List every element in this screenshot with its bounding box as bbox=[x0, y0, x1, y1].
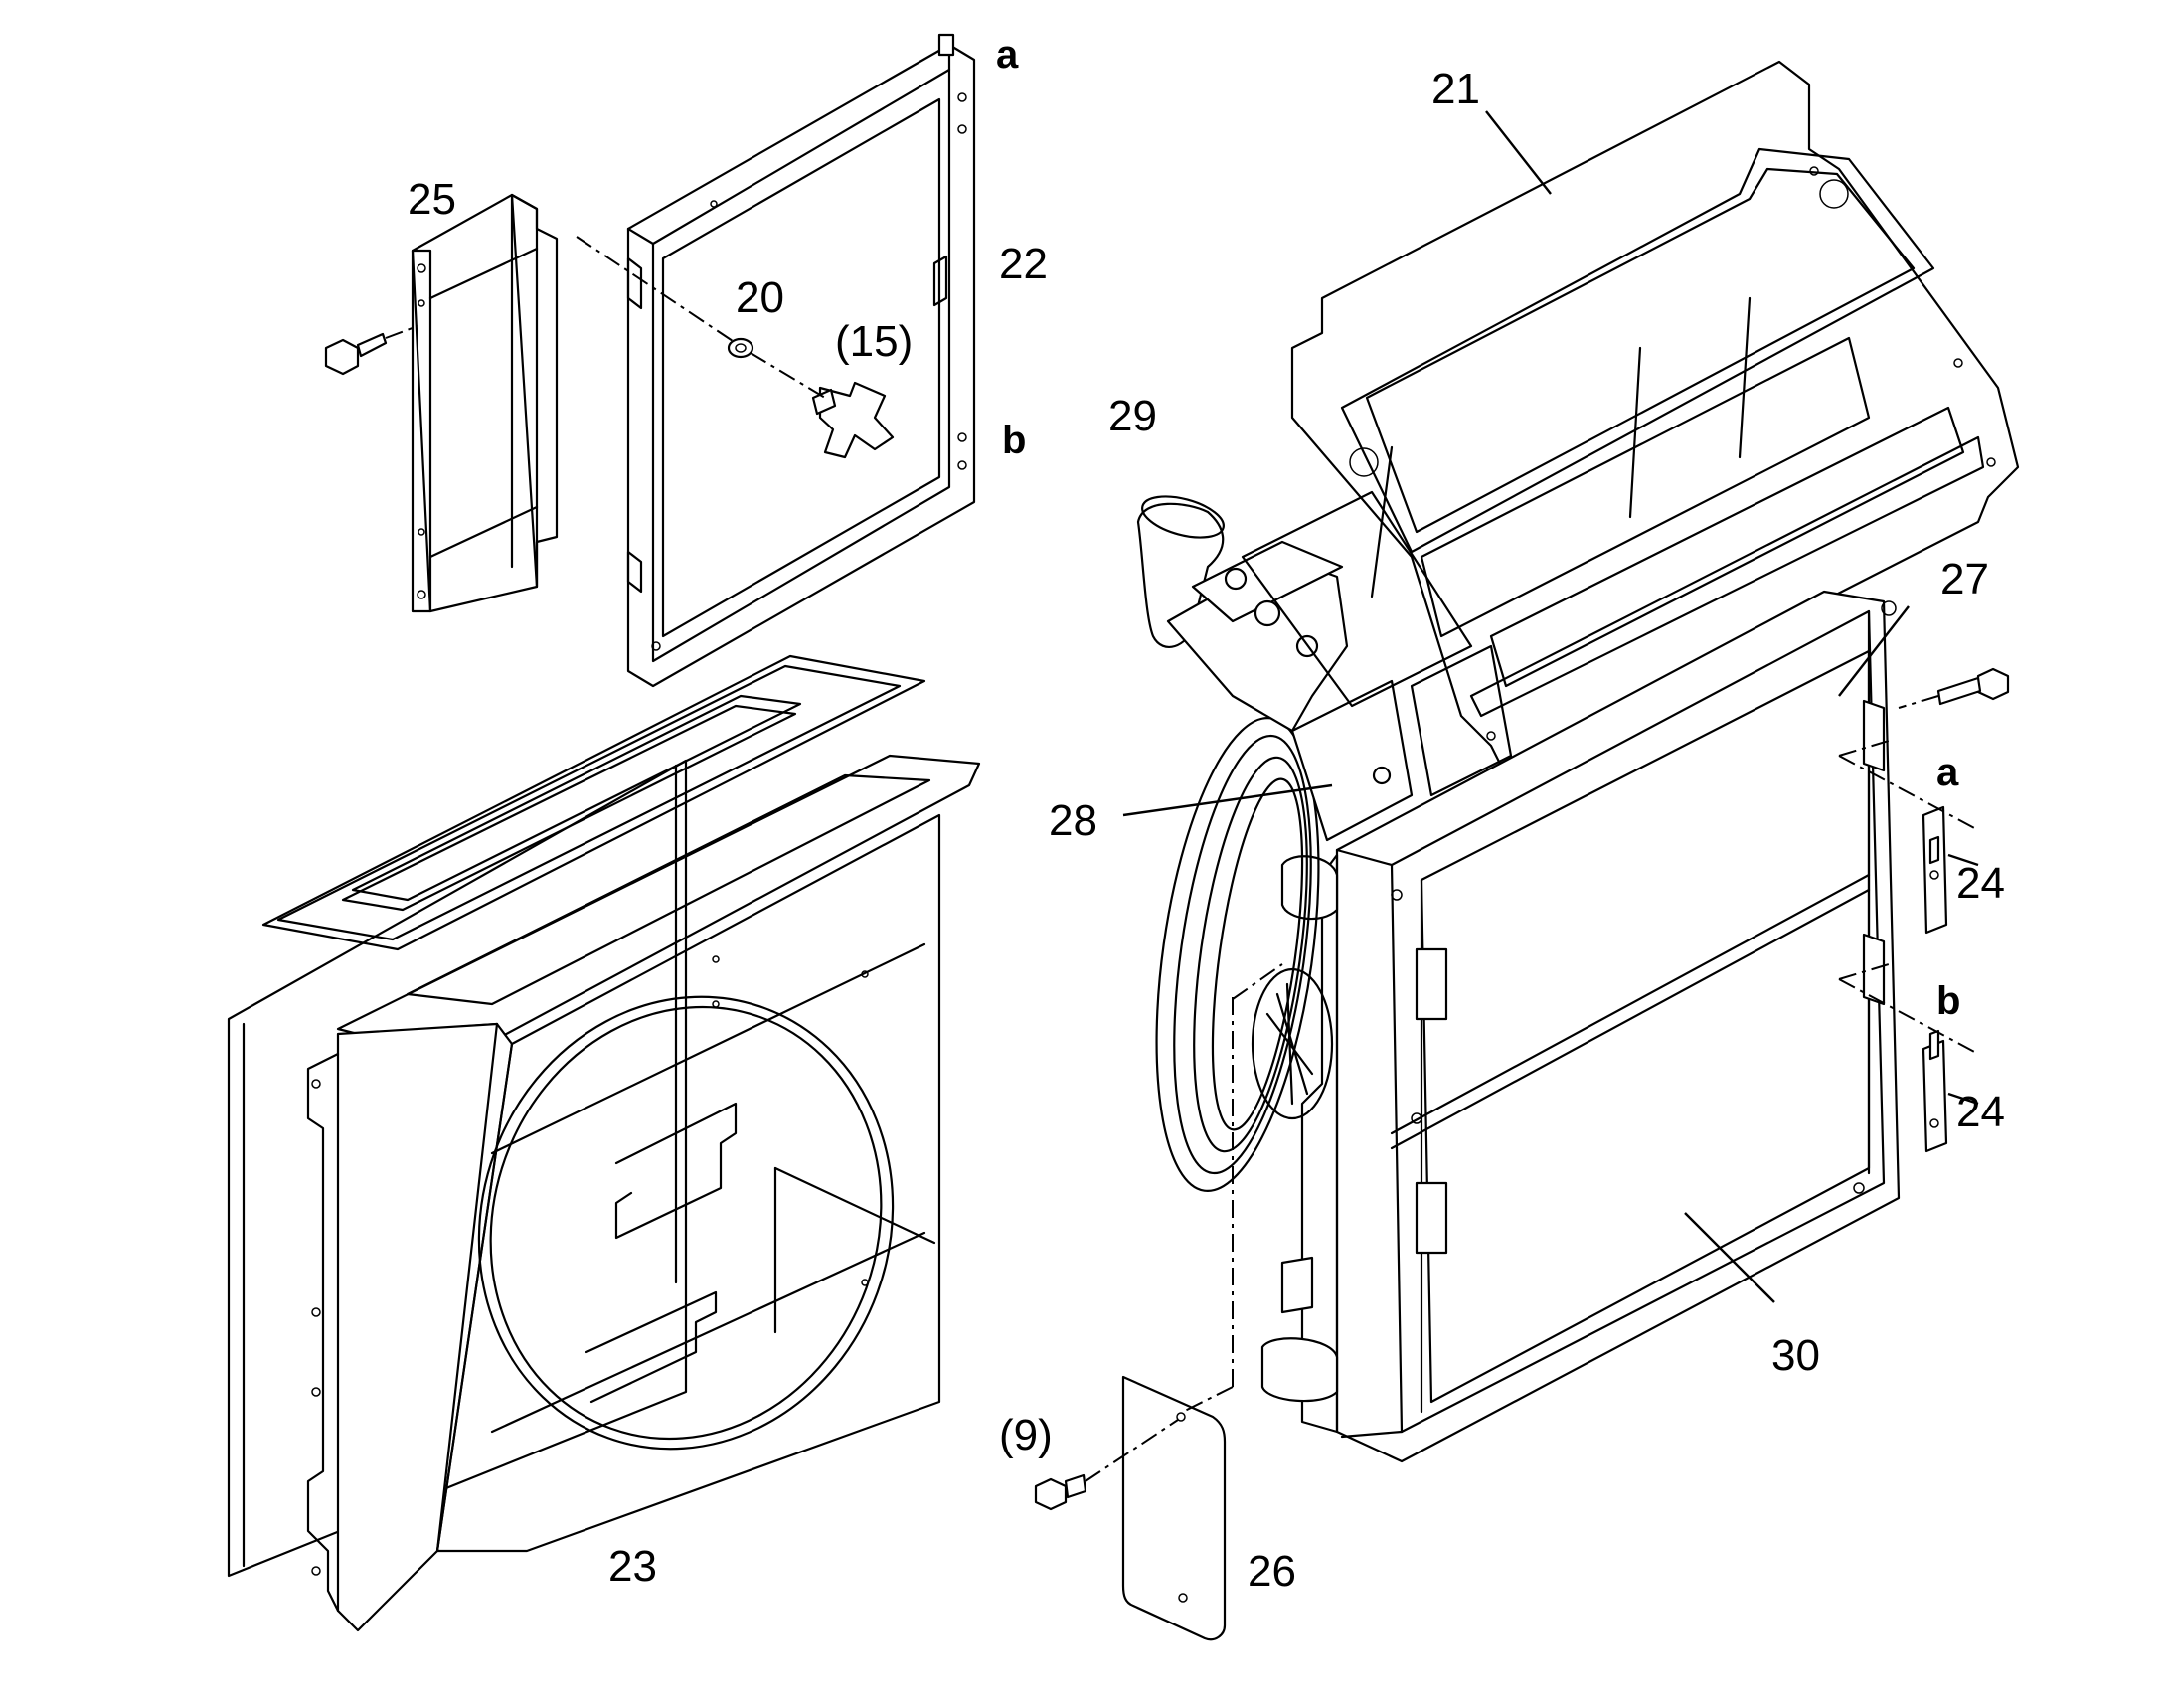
part-26-cover-plate bbox=[1121, 1375, 1227, 1641]
callout-9: (9) bbox=[999, 1411, 1053, 1459]
leader-24b bbox=[1947, 1092, 1979, 1106]
callout-21: 21 bbox=[1431, 65, 1480, 113]
letter-a-right: a bbox=[1936, 751, 1959, 794]
part-23-shroud bbox=[227, 654, 981, 1632]
callout-22: 22 bbox=[999, 240, 1048, 288]
part-28-fan-assembly bbox=[1155, 490, 1513, 1192]
washer-icon bbox=[727, 337, 754, 359]
letter-a-top: a bbox=[996, 33, 1019, 77]
callout-25: 25 bbox=[408, 175, 456, 224]
leader-28 bbox=[1122, 783, 1333, 817]
part-25-bracket bbox=[411, 193, 559, 613]
mount-plate-upper bbox=[1862, 699, 1886, 772]
knob-icon bbox=[811, 381, 895, 459]
callout-26: 26 bbox=[1248, 1547, 1296, 1596]
part-24-bracket-lower bbox=[1922, 1029, 1948, 1153]
part-30-radiator bbox=[1260, 590, 1901, 1463]
callout-30: 30 bbox=[1771, 1331, 1820, 1380]
leader-21 bbox=[1485, 110, 1552, 195]
callout-23: 23 bbox=[608, 1542, 657, 1591]
callout-28: 28 bbox=[1049, 796, 1097, 845]
hex-bolt-icon-bottom bbox=[1034, 1419, 1179, 1511]
callout-15: (15) bbox=[835, 317, 913, 366]
callout-29: 29 bbox=[1108, 392, 1157, 440]
part-24-bracket-upper bbox=[1922, 805, 1948, 935]
part-22-frame bbox=[626, 33, 976, 688]
letter-b-top: b bbox=[1002, 419, 1026, 462]
leader-24a bbox=[1947, 853, 1979, 867]
letter-b-right: b bbox=[1936, 979, 1960, 1023]
callout-27: 27 bbox=[1940, 555, 1989, 603]
leader-27 bbox=[1838, 605, 1910, 697]
hex-bolt-icon bbox=[324, 325, 418, 376]
callout-20: 20 bbox=[736, 273, 784, 322]
part-21-top-shroud bbox=[1290, 60, 2020, 768]
callout-24-upper: 24 bbox=[1956, 859, 2005, 908]
leader-30 bbox=[1684, 1212, 1775, 1303]
callout-24-lower: 24 bbox=[1956, 1088, 2005, 1136]
hex-bolt-icon-right bbox=[1898, 667, 2010, 709]
